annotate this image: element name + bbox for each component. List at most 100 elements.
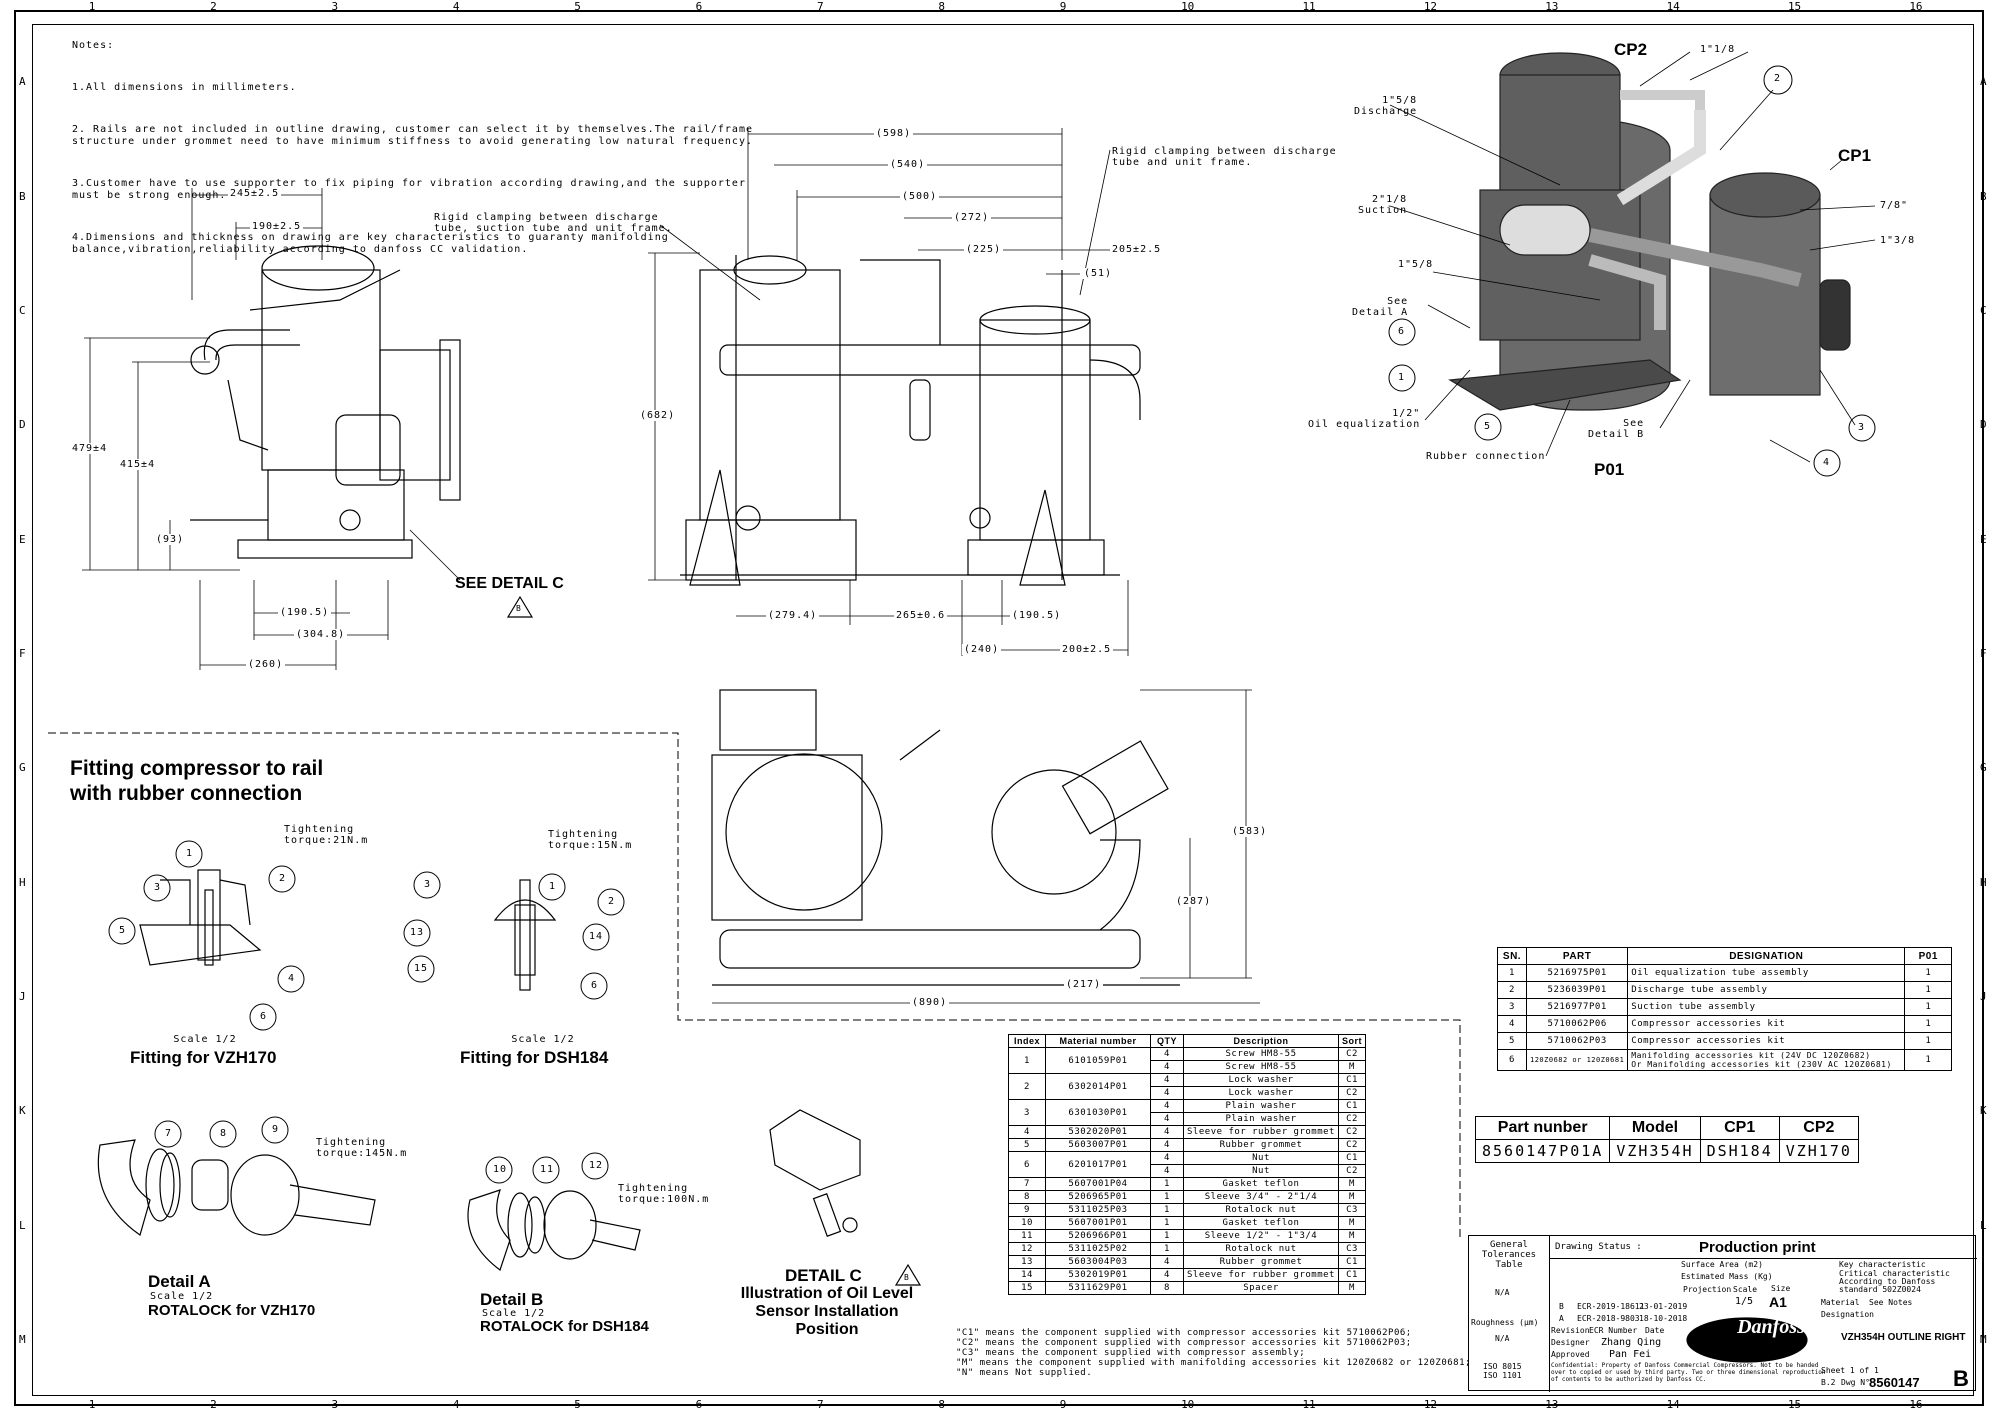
grid-col-10: 10 <box>1181 0 1195 13</box>
grid-row-B: B <box>1980 189 1987 203</box>
dsh-b6: 6 <box>591 980 599 991</box>
bom-header: Sort <box>1338 1034 1366 1048</box>
grid-col-7: 7 <box>816 0 824 13</box>
parts-cell: 2 <box>1497 981 1527 999</box>
detail-b-torque: Tightening torque:100N.m <box>618 1183 710 1205</box>
bom-cell: 8 <box>1150 1281 1184 1295</box>
iso-view-leaders <box>1389 51 1876 463</box>
fitting-title: Fitting compressor to rail with rubber c… <box>70 757 324 805</box>
grid-col-4: 4 <box>452 0 460 13</box>
dsh-b1: 1 <box>549 881 557 892</box>
grid-row-J: J <box>19 989 26 1003</box>
parts-cell: 1 <box>1904 1032 1953 1050</box>
bom-cell: 5607001P04 <box>1045 1177 1151 1191</box>
grid-row-L: L <box>1980 1218 1987 1232</box>
detail-a-parts <box>97 1139 376 1236</box>
grid-col-3: 3 <box>331 0 339 13</box>
model-cell: VZH170 <box>1778 1139 1859 1163</box>
grid-col-13: 13 <box>1545 0 1559 13</box>
parts-cell: Suction tube assembly <box>1627 998 1906 1016</box>
dim-287: (287) <box>1174 896 1214 907</box>
bom-cell: M <box>1338 1190 1366 1204</box>
bom-cell: 6201017P01 <box>1045 1151 1151 1178</box>
callout-7-8: 7/8" <box>1880 200 1909 211</box>
bom-cell: Rotalock nut <box>1183 1242 1339 1256</box>
bom-cell: 4 <box>1150 1255 1184 1269</box>
vzh-torque: Tightening torque:21N.m <box>284 824 369 846</box>
parts-cell: 120Z0682 or 120Z0681 <box>1525 1049 1629 1071</box>
bom-cell: M <box>1338 1216 1366 1230</box>
parts-cell: Compressor accessories kit <box>1627 1015 1906 1033</box>
detail-c-title: DETAIL C <box>785 1266 862 1285</box>
notes-heading: Notes: <box>72 40 115 51</box>
bom-cell: Nut <box>1183 1164 1339 1178</box>
grid-row-L: L <box>19 1218 26 1232</box>
bom-cell: C1 <box>1338 1255 1366 1269</box>
rev-small: B.2 <box>1821 1378 1836 1387</box>
parts-cell: 1 <box>1904 981 1953 999</box>
approver-name: Pan Fei <box>1609 1349 1652 1360</box>
grid-col-6: 6 <box>695 1398 703 1411</box>
rev-b-letter: B <box>1559 1302 1564 1311</box>
scale-value: 1/5 <box>1735 1296 1754 1307</box>
dim-225: (225) <box>964 244 1004 255</box>
bom-cell: 5206966P01 <box>1045 1229 1151 1243</box>
bom-cell: Screw HM8-55 <box>1183 1060 1339 1074</box>
bom-cell: 1 <box>1150 1229 1184 1243</box>
bom-cell: 11 <box>1008 1229 1046 1243</box>
grid-row-F: F <box>19 646 26 660</box>
parts-cell: 1 <box>1904 1049 1953 1071</box>
dim-190: 190±2.5 <box>250 221 304 232</box>
callout-oil-equalization: 1/2" Oil equalization <box>1308 408 1421 430</box>
dim-200: 200±2.5 <box>1060 644 1114 655</box>
tb-left-col <box>1469 1236 1550 1392</box>
bom-cell: 5603007P01 <box>1045 1138 1151 1152</box>
bom-cell: 9 <box>1008 1203 1046 1217</box>
dim-890: (890) <box>910 997 950 1008</box>
detail-a-b9: 9 <box>272 1124 280 1135</box>
parts-cell: Oil equalization tube assembly <box>1627 964 1906 982</box>
vzh-b5: 5 <box>119 925 127 936</box>
dim-240: (240) <box>962 644 1002 655</box>
bom-cell: 4 <box>1150 1138 1184 1152</box>
callout-1-3-8: 1"3/8 <box>1880 235 1916 246</box>
bom-header: Material number <box>1045 1034 1151 1048</box>
grid-row-B: B <box>19 189 26 203</box>
parts-cell: 4 <box>1497 1015 1527 1033</box>
drawing-border <box>32 24 1974 1396</box>
clamp-note-left: Rigid clamping between discharge tube, s… <box>434 212 673 234</box>
bom-cell: M <box>1338 1281 1366 1295</box>
bom-cell: Sleeve for rubber grommet <box>1183 1125 1339 1139</box>
parts-header: P01 <box>1904 947 1953 965</box>
dim-583: (583) <box>1230 826 1270 837</box>
note-3: 3.Customer have to use supporter to fix … <box>72 178 746 201</box>
grid-col-11: 11 <box>1302 1398 1316 1411</box>
dwg-number: 8560147 <box>1869 1375 1920 1390</box>
balloon-2: 2 <box>1774 73 1782 84</box>
designation: VZH354H OUTLINE RIGHT <box>1841 1332 1966 1343</box>
dsh-b13: 13 <box>410 927 425 938</box>
parts-cell: 5216977P01 <box>1525 998 1629 1016</box>
bom-cell: Lock washer <box>1183 1086 1339 1100</box>
grid-col-2: 2 <box>210 0 217 13</box>
balloon-4: 4 <box>1823 457 1831 468</box>
detail-b-b12: 12 <box>589 1160 604 1171</box>
grid-row-D: D <box>19 418 26 432</box>
bom-cell: 1 <box>1150 1216 1184 1230</box>
grid-col-6: 6 <box>695 0 703 13</box>
vzh-label: Fitting for VZH170 <box>130 1048 277 1067</box>
bom-cell: Sleeve 1/2" - 1"3/4 <box>1183 1229 1339 1243</box>
